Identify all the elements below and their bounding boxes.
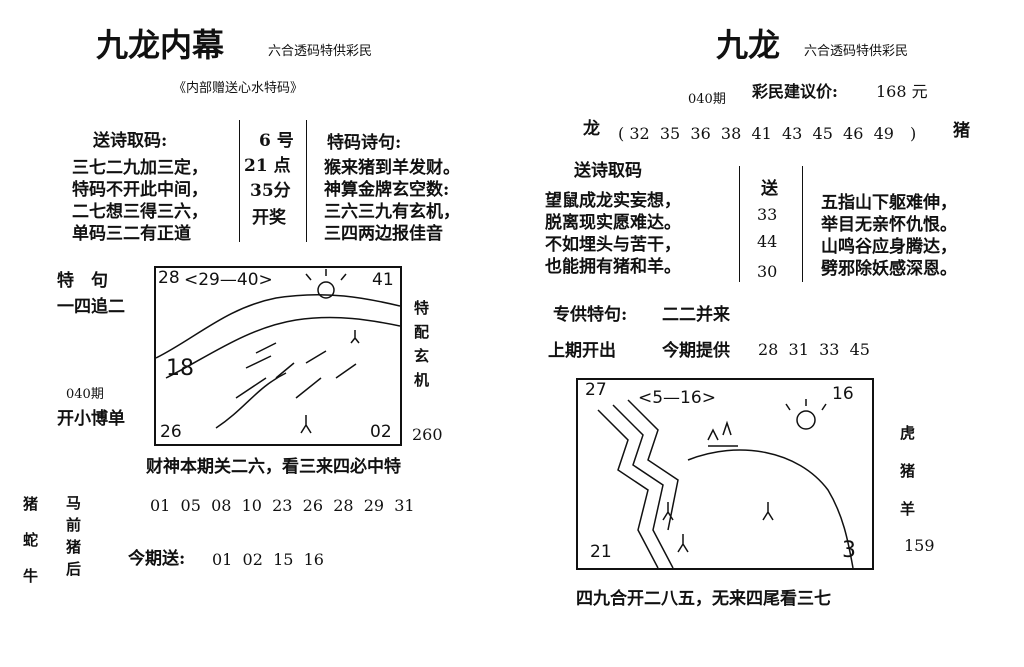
jinqi-numbers-right: 28 31 33 45 bbox=[758, 340, 870, 359]
left-poem2-line: 猴来猪到羊发财。 bbox=[324, 158, 460, 178]
left-poem-line: 特码不开此中间， bbox=[72, 180, 208, 200]
send-box-line: 33 bbox=[757, 205, 778, 224]
left-poem2-line: 三六三九有玄机， bbox=[324, 202, 460, 222]
right-poem2-line: 五指山下躯难伸， bbox=[821, 193, 957, 213]
right-poem-header: 送诗取码 bbox=[574, 161, 642, 181]
jinqi-numbers: 01 02 15 16 bbox=[212, 550, 324, 569]
right-poem-line: 不如埋头与苦干， bbox=[545, 235, 681, 255]
right-poem2-line: 山鸣谷应身腾达， bbox=[821, 237, 957, 257]
left-poem-line: 单码三二有正道 bbox=[72, 224, 191, 244]
rpic-label-tl: 27 bbox=[585, 380, 607, 400]
left-draw-time-box bbox=[239, 120, 307, 242]
left-poem2-line: 三四两边报佳音 bbox=[324, 224, 443, 244]
send-box-line: 44 bbox=[757, 232, 778, 251]
dragon-numbers: ( 32 35 36 38 41 43 45 46 49 ) bbox=[618, 124, 917, 143]
pic-label-br: 02 bbox=[370, 422, 392, 442]
right-bottom-line: 四九合开二八五，无来四尾看三七 bbox=[576, 589, 831, 609]
pic-label-left: 18 bbox=[166, 356, 194, 381]
rpic-label-tr: 16 bbox=[832, 384, 854, 404]
left-poem2: 猴来猪到羊发财。 神算金牌玄空数: 三六三九有玄机， 三四两边报佳音 bbox=[324, 157, 460, 245]
left-poem2-header: 特码诗句: bbox=[327, 133, 402, 153]
animal: 羊 bbox=[900, 500, 916, 518]
ma-char: 马 bbox=[66, 494, 82, 512]
tejv-value: 一四追二 bbox=[57, 297, 125, 317]
price: 168 元 bbox=[876, 82, 928, 101]
dragon-label: 龙 bbox=[583, 119, 600, 139]
zhuangong-value: 二二并来 bbox=[662, 305, 730, 325]
left-sketch bbox=[154, 266, 402, 446]
pic-label-bl: 26 bbox=[160, 422, 182, 442]
animal: 蛇 bbox=[23, 531, 39, 549]
zhuangong-label: 专供特句: bbox=[553, 305, 628, 325]
shangqi-label: 上期开出 bbox=[548, 341, 616, 361]
number-159: 159 bbox=[904, 536, 935, 555]
right-poem2-line: 劈邪除妖感深恩。 bbox=[821, 259, 957, 279]
right-send-box bbox=[739, 166, 803, 282]
right-poem-line: 脱离现实愿难达。 bbox=[545, 213, 681, 233]
right-poem2: 五指山下躯难伸， 举目无亲怀仇恨。 山鸣谷应身腾达， 劈邪除妖感深恩。 bbox=[821, 192, 957, 280]
right-sketch-drawing bbox=[597, 399, 854, 568]
right-poem2-line: 举目无亲怀仇恨。 bbox=[821, 215, 957, 235]
left-issue: 040期 bbox=[66, 387, 104, 402]
caishen-line: 财神本期关二六，看三来四必中特 bbox=[146, 457, 401, 477]
box-line: 21 点 bbox=[244, 156, 291, 176]
dragon-end: 猪 bbox=[953, 121, 970, 141]
right-issue: 040期 bbox=[688, 92, 726, 107]
left-numbers: 01 05 08 10 23 26 28 29 31 bbox=[150, 496, 415, 515]
number-260: 260 bbox=[412, 425, 443, 444]
left-animals: 猪 蛇 牛 bbox=[23, 486, 38, 594]
left-poem: 三七二九加三定， 特码不开此中间， 二七想三得三六， 单码三二有正道 bbox=[72, 157, 208, 245]
send-box-line: 送 bbox=[761, 179, 778, 199]
left-poem-line: 三七二九加三定， bbox=[72, 158, 208, 178]
left-sketch-drawing bbox=[156, 269, 400, 434]
left-poem2-line: 神算金牌玄空数: bbox=[324, 180, 450, 200]
send-box-line: 30 bbox=[757, 262, 778, 281]
jinqi-label: 今期送: bbox=[128, 549, 186, 569]
ma-char: 前 bbox=[66, 516, 82, 534]
right-title: 九龙 bbox=[716, 26, 781, 64]
pic-label-tr: 41 bbox=[372, 270, 394, 290]
right-poem-line: 望鼠成龙实妄想， bbox=[545, 191, 681, 211]
price-label: 彩民建议价: bbox=[752, 82, 838, 101]
vertical-char: 机 bbox=[414, 371, 430, 389]
ma-char: 后 bbox=[66, 560, 82, 578]
right-animals: 虎 猪 羊 bbox=[900, 414, 915, 528]
ma-column: 马 前 猪 后 bbox=[66, 492, 81, 580]
tejv-label: 特 句 bbox=[57, 271, 108, 291]
rpic-label-bl: 21 bbox=[590, 542, 612, 562]
ma-char: 猪 bbox=[66, 538, 82, 556]
box-line: 开奖 bbox=[252, 208, 286, 228]
left-poem-line: 二七想三得三六， bbox=[72, 202, 208, 222]
vertical-char: 玄 bbox=[414, 347, 430, 365]
jinqi-label-right: 今期提供 bbox=[662, 341, 730, 361]
right-subtitle: 六合透码特供彩民 bbox=[804, 44, 909, 59]
box-line: 6 号 bbox=[259, 131, 294, 151]
animal: 虎 bbox=[900, 424, 916, 442]
pic-label-range: <29—40> bbox=[184, 270, 273, 290]
animal: 牛 bbox=[23, 567, 39, 585]
right-poem-line: 也能拥有猪和羊。 bbox=[545, 257, 681, 277]
animal: 猪 bbox=[900, 462, 916, 480]
pic-label-tl: 28 bbox=[158, 268, 180, 288]
rpic-label-br: 3 bbox=[842, 538, 856, 563]
left-poem-header: 送诗取码: bbox=[93, 131, 168, 151]
left-note: 《内部赠送心水特码》 bbox=[173, 81, 304, 96]
left-title: 九龙内幕 bbox=[96, 26, 225, 64]
vertical-char: 特 bbox=[414, 299, 430, 317]
vertical-char: 配 bbox=[414, 323, 430, 341]
left-subtitle: 六合透码特供彩民 bbox=[268, 44, 373, 59]
animal: 猪 bbox=[23, 495, 39, 513]
right-poem: 望鼠成龙实妄想， 脱离现实愿难达。 不如埋头与苦干， 也能拥有猪和羊。 bbox=[545, 190, 681, 278]
right-sketch bbox=[576, 378, 874, 570]
kaixiao: 开小博单 bbox=[57, 409, 125, 429]
box-line: 35分 bbox=[250, 181, 291, 201]
left-vertical-right: 特 配 玄 机 bbox=[414, 296, 429, 392]
rpic-label-range: <5—16> bbox=[638, 388, 716, 408]
